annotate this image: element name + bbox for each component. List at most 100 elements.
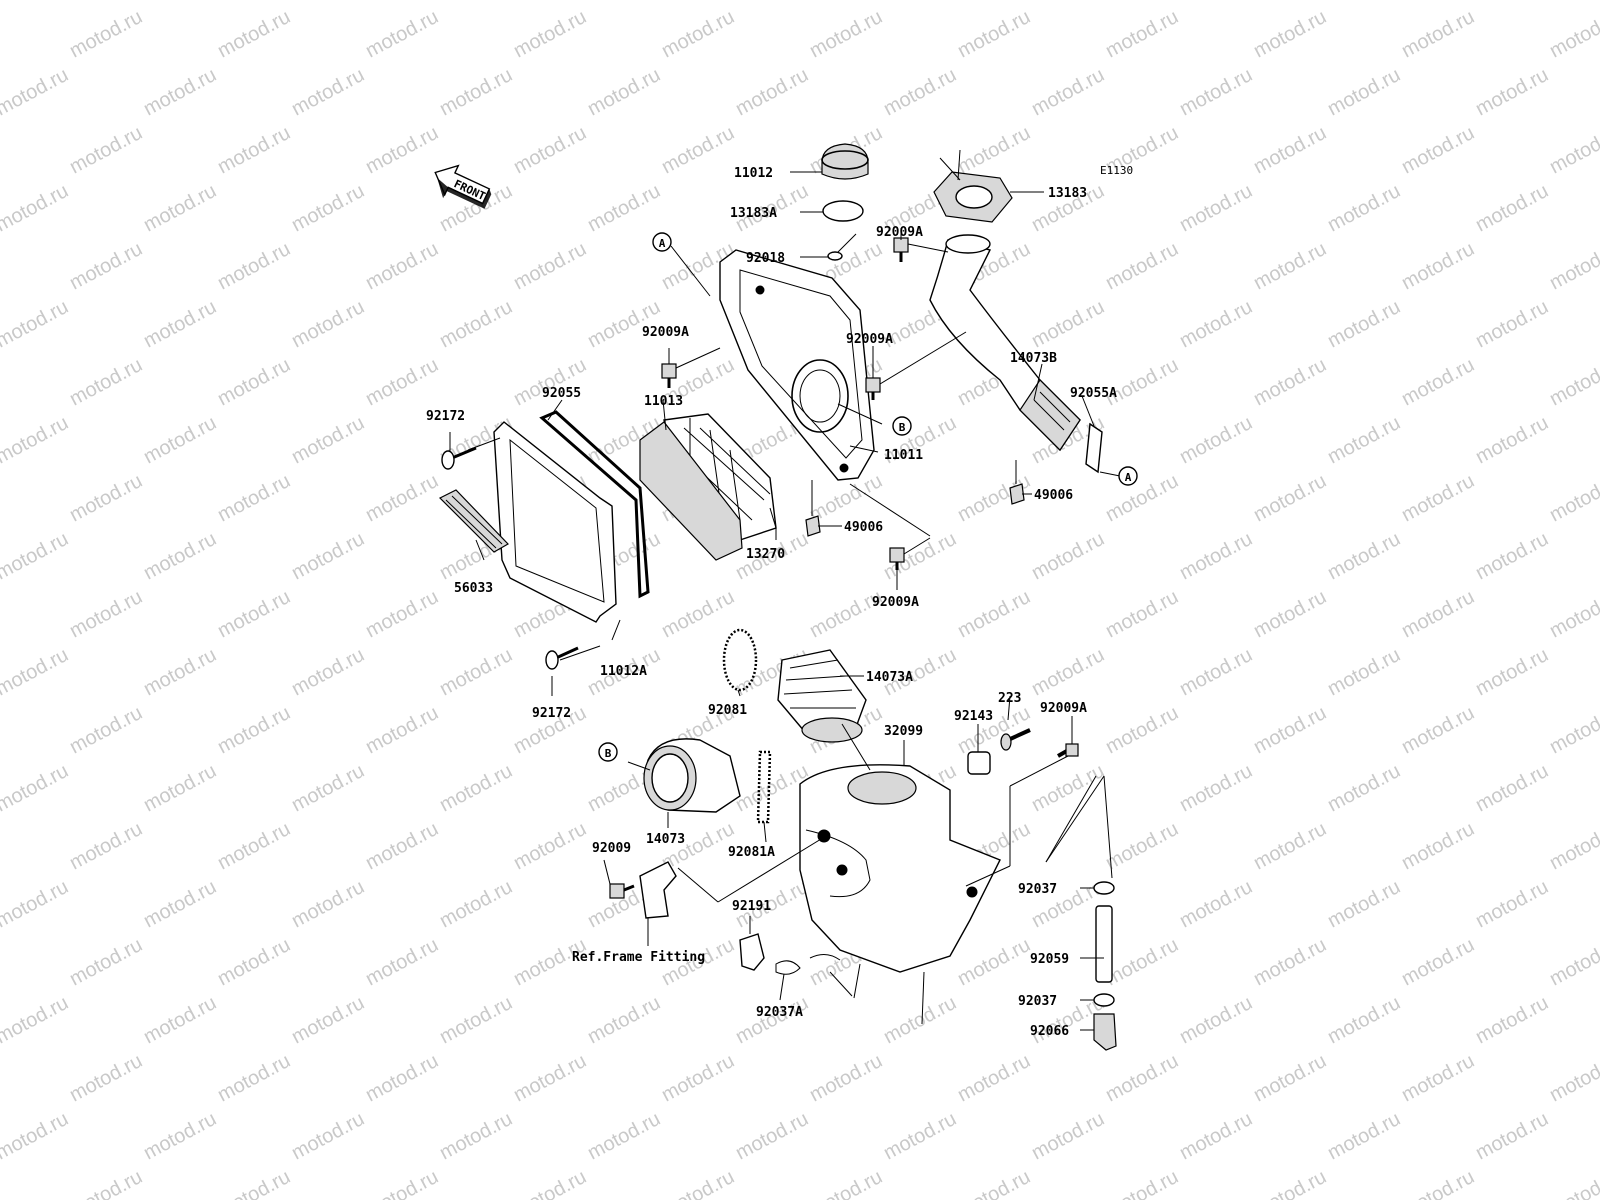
watermark-text: motod.ru [1546, 934, 1600, 990]
label-92066: 92066 [1030, 1024, 1069, 1039]
watermark-text: motod.ru [510, 1050, 590, 1106]
watermark-text: motod.ru [1102, 238, 1182, 294]
watermark-text: motod.ru [1176, 412, 1256, 468]
watermark-text: motod.ru [436, 760, 516, 816]
label-92081: 92081 [708, 703, 747, 718]
watermark-text: motod.ru [1546, 586, 1600, 642]
bolt-92172-top [441, 446, 477, 470]
watermark-text: motod.ru [66, 1166, 146, 1200]
label-92037A: 92037A [756, 1005, 803, 1020]
leader-lines [449, 171, 1121, 1031]
watermark-text: motod.ru [806, 1050, 886, 1106]
watermark-text: motod.ru [880, 992, 960, 1048]
watermark-text: motod.ru [66, 122, 146, 178]
watermark-text: motod.ru [436, 1108, 516, 1164]
label-223: 223 [998, 691, 1021, 706]
label-13183A: 13183A [730, 206, 777, 221]
watermark-text: motod.ru [1250, 238, 1330, 294]
watermark-text: motod.ru [584, 0, 664, 4]
watermark-text: motod.ru [1176, 64, 1256, 120]
watermark-text: motod.ru [1546, 818, 1600, 874]
watermark-text: motod.ru [1250, 1166, 1330, 1200]
watermark-text: motod.ru [1176, 296, 1256, 352]
watermark-text: motod.ru [1472, 876, 1552, 932]
label-11012: 11012 [734, 166, 773, 181]
label-14073: 14073 [646, 832, 685, 847]
watermark-text: motod.ru [1398, 354, 1478, 410]
watermark-text: motod.ru [140, 412, 220, 468]
watermark-text: motod.ru [1102, 1050, 1182, 1106]
watermark-text: motod.ru [1102, 1166, 1182, 1200]
label-92009: 92009 [592, 841, 631, 856]
watermark-text: motod.ru [66, 586, 146, 642]
watermark-text: motod.ru [214, 238, 294, 294]
watermark-text: motod.ru [0, 1108, 72, 1164]
plug-92066 [1093, 1013, 1117, 1051]
watermark-text: motod.ru [362, 238, 442, 294]
watermark-text: motod.ru [1324, 1108, 1404, 1164]
watermark-text: motod.ru [66, 470, 146, 526]
watermark-text: motod.ru [1176, 644, 1256, 700]
watermark-text: motod.ru [584, 180, 664, 236]
cap-11012 [821, 143, 869, 180]
watermark-text: motod.ru [362, 6, 442, 62]
watermark-text: motod.ru [436, 992, 516, 1048]
label-49006-right: 49006 [1034, 488, 1073, 503]
watermark-text: motod.ru [1398, 6, 1478, 62]
watermark-text: motod.ru [1398, 702, 1478, 758]
label-92172-top: 92172 [426, 409, 465, 424]
watermark-text: motod.ru [732, 1108, 812, 1164]
watermark-text: motod.ru [288, 876, 368, 932]
watermark-text: motod.ru [1028, 296, 1108, 352]
watermark-text: motod.ru [1028, 528, 1108, 584]
bolt-92009A-low [889, 547, 905, 570]
watermark-text: motod.ru [510, 818, 590, 874]
watermark-text: motod.ru [1324, 644, 1404, 700]
label-92059: 92059 [1030, 952, 1069, 967]
watermark-text: motod.ru [1102, 354, 1182, 410]
label-11012A: 11012A [600, 664, 647, 679]
watermark-text: motod.ru [214, 1050, 294, 1106]
watermark-text: motod.ru [1324, 0, 1404, 4]
watermark-text: motod.ru [214, 1166, 294, 1200]
watermark-text: motod.ru [1324, 296, 1404, 352]
watermark-text: motod.ru [1250, 1050, 1330, 1106]
watermark-text: motod.ru [140, 992, 220, 1048]
watermark-text: motod.ru [1472, 1108, 1552, 1164]
watermark-text: motod.ru [66, 1050, 146, 1106]
label-11013: 11013 [644, 394, 683, 409]
watermark-text: motod.ru [1546, 702, 1600, 758]
gasket-92055A [1085, 422, 1103, 474]
watermark-text: motod.ru [140, 876, 220, 932]
watermark-text: motod.ru [1028, 644, 1108, 700]
watermark-text: motod.ru [214, 354, 294, 410]
watermark-text: motod.ru [288, 412, 368, 468]
watermark-text: motod.ru [1472, 760, 1552, 816]
watermark-text: motod.ru [1028, 1108, 1108, 1164]
watermark-text: motod.ru [140, 644, 220, 700]
watermark-text: motod.ru [1324, 64, 1404, 120]
watermark-text: motod.ru [510, 122, 590, 178]
clip-49006-mid [805, 515, 821, 537]
watermark-text: motod.ru [0, 296, 72, 352]
watermark-text: motod.ru [1176, 528, 1256, 584]
watermark-text: motod.ru [1398, 818, 1478, 874]
label-92018: 92018 [746, 251, 785, 266]
watermark-text: motod.ru [1250, 470, 1330, 526]
watermark-text: motod.ru [1250, 586, 1330, 642]
label-92172-bottom: 92172 [532, 706, 571, 721]
label-14073A: 14073A [866, 670, 913, 685]
watermark-text: motod.ru [954, 586, 1034, 642]
watermark-text: motod.ru [1546, 1050, 1600, 1106]
watermark-text: motod.ru [1102, 934, 1182, 990]
watermark-text: motod.ru [880, 0, 960, 4]
watermark-text: motod.ru [1472, 992, 1552, 1048]
watermark-text: motod.ru [954, 122, 1034, 178]
watermark-text: motod.ru [1102, 702, 1182, 758]
watermark-text: motod.ru [1546, 354, 1600, 410]
duct-14073B [929, 234, 1081, 452]
watermark-text: motod.ru [436, 296, 516, 352]
watermark-text: motod.ru [1176, 760, 1256, 816]
watermark-text: motod.ru [66, 6, 146, 62]
